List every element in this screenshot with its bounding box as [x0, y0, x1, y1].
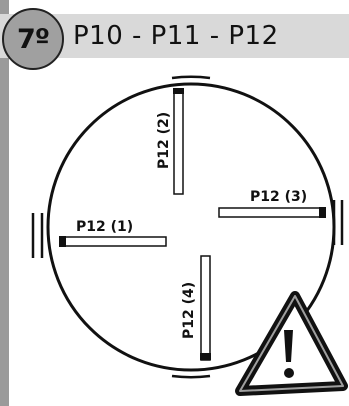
piece-left-bar — [59, 236, 167, 247]
piece-bottom-bar — [200, 255, 211, 361]
piece-top — [173, 88, 184, 195]
edge-marks — [31, 75, 344, 379]
piece-right — [218, 207, 326, 218]
piece-right-cap — [319, 207, 326, 218]
left-accent-bar — [0, 0, 9, 406]
label-left: P12 (1) — [76, 219, 133, 235]
warning-exclamation-dot — [284, 368, 294, 378]
warning-triangle-icon — [235, 291, 348, 396]
edge-mark-top — [171, 75, 211, 80]
step-badge: 7º — [2, 8, 64, 70]
piece-top-bar — [173, 89, 184, 195]
piece-bottom-cap — [200, 353, 211, 360]
piece-top-cap — [173, 88, 184, 94]
piece-right-bar — [218, 207, 326, 218]
piece-bottom — [200, 255, 211, 361]
label-right: P12 (3) — [250, 189, 307, 205]
piece-left-cap — [59, 236, 66, 247]
piece-left — [59, 236, 167, 247]
edge-mark-bottom — [171, 374, 211, 379]
label-bottom: P12 (4) — [181, 282, 197, 339]
label-top: P12 (2) — [156, 112, 172, 169]
warning-exclamation-stem — [284, 330, 293, 362]
header-title: P10 - P11 - P12 — [73, 21, 279, 51]
